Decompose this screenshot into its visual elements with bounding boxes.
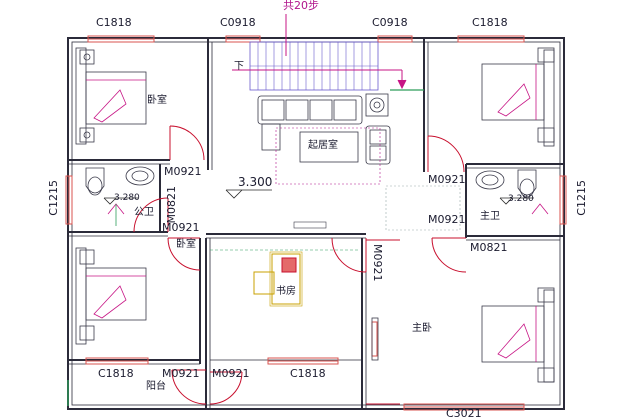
room-label-master-bedroom: 主卧 bbox=[412, 323, 432, 334]
master-bath-fixtures bbox=[475, 169, 549, 215]
level-label-master-bath: 3.280 bbox=[508, 194, 534, 204]
interior-walls bbox=[68, 38, 564, 409]
window-label-right: C1215 bbox=[575, 180, 588, 216]
level-label-public-bath: 3.280 bbox=[114, 193, 140, 203]
study-furniture bbox=[253, 251, 303, 307]
window-label-bottom-right: C3021 bbox=[446, 407, 482, 420]
bed-top-left bbox=[75, 47, 147, 145]
window-label-top-mid-right: C0918 bbox=[372, 16, 408, 29]
door-label-m0821-a: M0821 bbox=[165, 186, 178, 224]
room-label-living: 起居室 bbox=[308, 140, 338, 151]
room-label-master-bath: 主卫 bbox=[480, 211, 500, 222]
door-label-m0921-e: M0921 bbox=[162, 367, 200, 380]
window-label-left: C1215 bbox=[47, 180, 60, 216]
room-label-balcony: 阳台 bbox=[146, 381, 166, 392]
bed-master bbox=[371, 287, 555, 383]
level-label-main: 3.300 bbox=[238, 175, 273, 189]
room-label-bedroom-top-left: 卧室 bbox=[147, 95, 167, 106]
room-label-study: 书房 bbox=[276, 286, 296, 297]
windows bbox=[65, 35, 567, 411]
public-bath-fixtures bbox=[85, 166, 155, 226]
window-label-top-right: C1818 bbox=[472, 16, 508, 29]
door-label-m0821-b: M0821 bbox=[470, 241, 508, 254]
bed-bottom-left bbox=[75, 247, 147, 345]
stair-down-label: 下 bbox=[234, 61, 244, 72]
staircase bbox=[232, 14, 424, 91]
window-label-bottom-mid: C1818 bbox=[290, 367, 326, 380]
door-label-m0921-f: M0921 bbox=[212, 367, 250, 380]
level-markers bbox=[103, 189, 534, 205]
door-label-m0921-c: M0921 bbox=[428, 213, 466, 226]
door-label-m0921-a: M0921 bbox=[164, 165, 202, 178]
window-label-top-mid-left: C0918 bbox=[220, 16, 256, 29]
window-label-top-left: C1818 bbox=[96, 16, 132, 29]
doors bbox=[133, 125, 467, 405]
stair-steps-label: 共20步 bbox=[283, 0, 319, 12]
room-label-bedroom-bottom-left: 卧室 bbox=[176, 239, 196, 250]
door-label-m0921-b: M0921 bbox=[428, 173, 466, 186]
door-label-m0921-d: M0921 bbox=[162, 221, 200, 234]
living-furniture bbox=[257, 93, 391, 185]
door-label-m0921-g: M0921 bbox=[371, 244, 384, 282]
misc-marks bbox=[67, 185, 461, 406]
room-label-public-bath: 公卫 bbox=[134, 207, 154, 218]
bed-top-right bbox=[481, 47, 555, 147]
window-label-bottom-left: C1818 bbox=[98, 367, 134, 380]
outer-walls bbox=[67, 37, 565, 410]
